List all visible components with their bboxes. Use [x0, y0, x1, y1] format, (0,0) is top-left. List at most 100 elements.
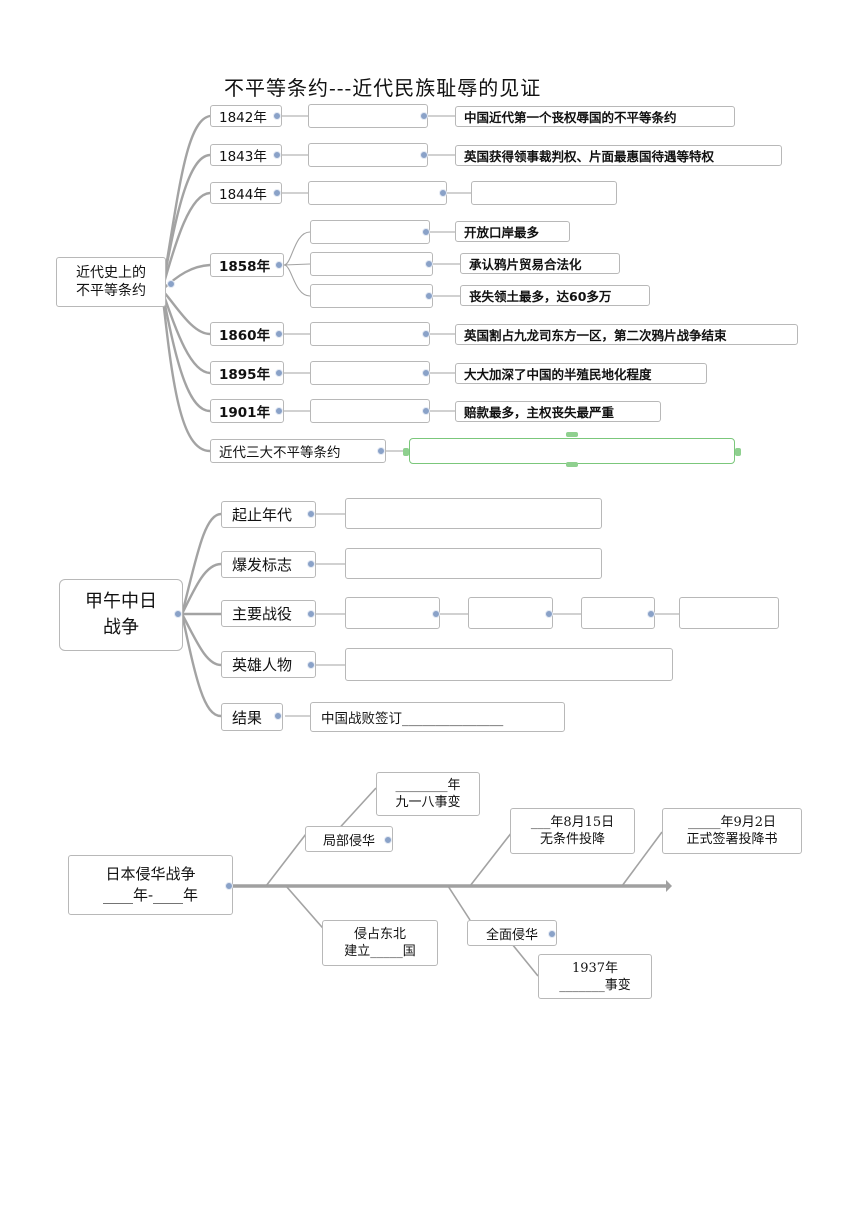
collapse-dot-icon[interactable] [174, 610, 182, 618]
desc-1858c: 丧失领土最多，达60多万 [460, 285, 650, 306]
node-surrender[interactable]: ___年8月15日 无条件投降 [510, 808, 635, 854]
collapse-dot-icon[interactable] [377, 447, 385, 455]
y1937-line2: _______事变 [559, 977, 631, 993]
blank-treaty-1843[interactable] [308, 143, 428, 167]
node-battles[interactable]: 主要战役 [221, 600, 316, 627]
desc-1843: 英国获得领事裁判权、片面最惠国待遇等特权 [455, 145, 782, 166]
blank-battle-1[interactable] [345, 597, 440, 629]
blank-treaty-1901[interactable] [310, 399, 430, 423]
sept18-line2: 九一八事变 [395, 795, 461, 810]
blank-battle-4[interactable] [679, 597, 779, 629]
collapse-dot-icon[interactable] [307, 510, 315, 518]
blank-start-end[interactable] [345, 498, 602, 529]
treaties-root-line2: 不平等条约 [76, 283, 146, 299]
blank-battle-2[interactable] [468, 597, 553, 629]
invasion-root[interactable]: 日本侵华战争 ____年-____年 [68, 855, 233, 915]
node-partial-invasion[interactable]: 局部侵华 [305, 826, 393, 852]
blank-treaty-1860[interactable] [310, 322, 430, 346]
collapse-dot-icon[interactable] [275, 407, 283, 415]
collapse-dot-icon[interactable] [275, 330, 283, 338]
blank-treaty-1895[interactable] [310, 361, 430, 385]
node-signing[interactable]: _____年9月2日 正式签署投降书 [662, 808, 802, 854]
collapse-dot-icon[interactable] [274, 712, 282, 720]
desc-1860: 英国割占九龙司东方一区，第二次鸦片战争结束 [455, 324, 798, 345]
collapse-dot-icon[interactable] [422, 369, 430, 377]
blank-treaty-1858c[interactable] [310, 284, 433, 308]
node-northeast[interactable]: 侵占东北 建立_____国 [322, 920, 438, 966]
desc-1858a: 开放口岸最多 [455, 221, 570, 242]
collapse-dot-icon[interactable] [422, 407, 430, 415]
blank-treaty-1842[interactable] [308, 104, 428, 128]
blank-trigger[interactable] [345, 548, 602, 579]
node-sept18[interactable]: ________年 九一八事变 [376, 772, 480, 816]
collapse-dot-icon[interactable] [425, 292, 433, 300]
collapse-dot-icon[interactable] [420, 151, 428, 159]
collapse-dot-icon[interactable] [425, 260, 433, 268]
page-title: 不平等条约---近代民族耻辱的见证 [224, 76, 542, 100]
sino-japanese-root-line1: 甲午中日 [85, 591, 157, 612]
desc-1858b: 承认鸦片贸易合法化 [460, 253, 620, 274]
collapse-dot-icon[interactable] [439, 189, 447, 197]
collapse-dot-icon[interactable] [432, 610, 440, 618]
collapse-dot-icon[interactable] [167, 280, 175, 288]
collapse-dot-icon[interactable] [273, 189, 281, 197]
collapse-dot-icon[interactable] [422, 330, 430, 338]
blank-desc-1844[interactable] [471, 181, 617, 205]
year-1860[interactable]: 1860年 [210, 322, 284, 346]
year-1843[interactable]: 1843年 [210, 144, 282, 166]
collapse-dot-icon[interactable] [422, 228, 430, 236]
collapse-dot-icon[interactable] [273, 151, 281, 159]
year-1895[interactable]: 1895年 [210, 361, 284, 385]
collapse-dot-icon[interactable] [275, 261, 283, 269]
collapse-dot-icon[interactable] [307, 610, 315, 618]
node-full-invasion[interactable]: 全面侵华 [467, 920, 557, 946]
year-1844[interactable]: 1844年 [210, 182, 282, 204]
surrender-line1: ___年8月15日 [530, 815, 615, 830]
collapse-dot-icon[interactable] [225, 882, 233, 890]
node-result[interactable]: 结果 [221, 703, 283, 731]
node-start-end[interactable]: 起止年代 [221, 501, 316, 528]
treaties-root-line1: 近代史上的 [76, 265, 146, 281]
three-major-treaties[interactable]: 近代三大不平等条约 [210, 439, 386, 463]
result-text[interactable]: 中国战败签订_______________ [310, 702, 565, 732]
year-1901[interactable]: 1901年 [210, 399, 284, 423]
node-1937[interactable]: 1937年 _______事变 [538, 954, 652, 999]
desc-1842: 中国近代第一个丧权辱国的不平等条约 [455, 106, 735, 127]
blank-battle-3[interactable] [581, 597, 655, 629]
blank-treaty-1858a[interactable] [310, 220, 430, 244]
green-handle-icon[interactable] [735, 448, 741, 456]
collapse-dot-icon[interactable] [647, 610, 655, 618]
sino-japanese-root[interactable]: 甲午中日 战争 [59, 579, 183, 651]
blank-heroes[interactable] [345, 648, 673, 681]
y1937-line1: 1937年 [571, 960, 619, 976]
signing-line1: _____年9月2日 [687, 815, 777, 830]
node-trigger[interactable]: 爆发标志 [221, 551, 316, 578]
collapse-dot-icon[interactable] [545, 610, 553, 618]
collapse-dot-icon[interactable] [548, 930, 556, 938]
signing-line2: 正式签署投降书 [686, 832, 778, 847]
collapse-dot-icon[interactable] [307, 560, 315, 568]
collapse-dot-icon[interactable] [307, 661, 315, 669]
northeast-line2: 建立_____国 [344, 944, 416, 959]
year-1842[interactable]: 1842年 [210, 105, 282, 127]
blank-treaty-1858b[interactable] [310, 252, 433, 276]
invasion-root-line1: 日本侵华战争 [105, 865, 196, 883]
desc-1901: 赔款最多，主权丧失最严重 [455, 401, 661, 422]
treaties-root[interactable]: 近代史上的 不平等条约 [56, 257, 166, 307]
sept18-line1: ________年 [395, 778, 461, 793]
desc-1895: 大大加深了中国的半殖民地化程度 [455, 363, 707, 384]
year-1858[interactable]: 1858年 [210, 253, 284, 277]
green-handle-icon[interactable] [403, 448, 409, 456]
invasion-root-line2: ____年-____年 [102, 886, 199, 904]
collapse-dot-icon[interactable] [275, 369, 283, 377]
green-handle-icon[interactable] [566, 462, 578, 467]
collapse-dot-icon[interactable] [273, 112, 281, 120]
green-handle-icon[interactable] [566, 432, 578, 437]
node-heroes[interactable]: 英雄人物 [221, 651, 316, 678]
northeast-line1: 侵占东北 [353, 927, 406, 942]
collapse-dot-icon[interactable] [384, 836, 392, 844]
blank-treaty-1844[interactable] [308, 181, 447, 205]
collapse-dot-icon[interactable] [420, 112, 428, 120]
blank-three-treaties[interactable] [409, 438, 735, 464]
